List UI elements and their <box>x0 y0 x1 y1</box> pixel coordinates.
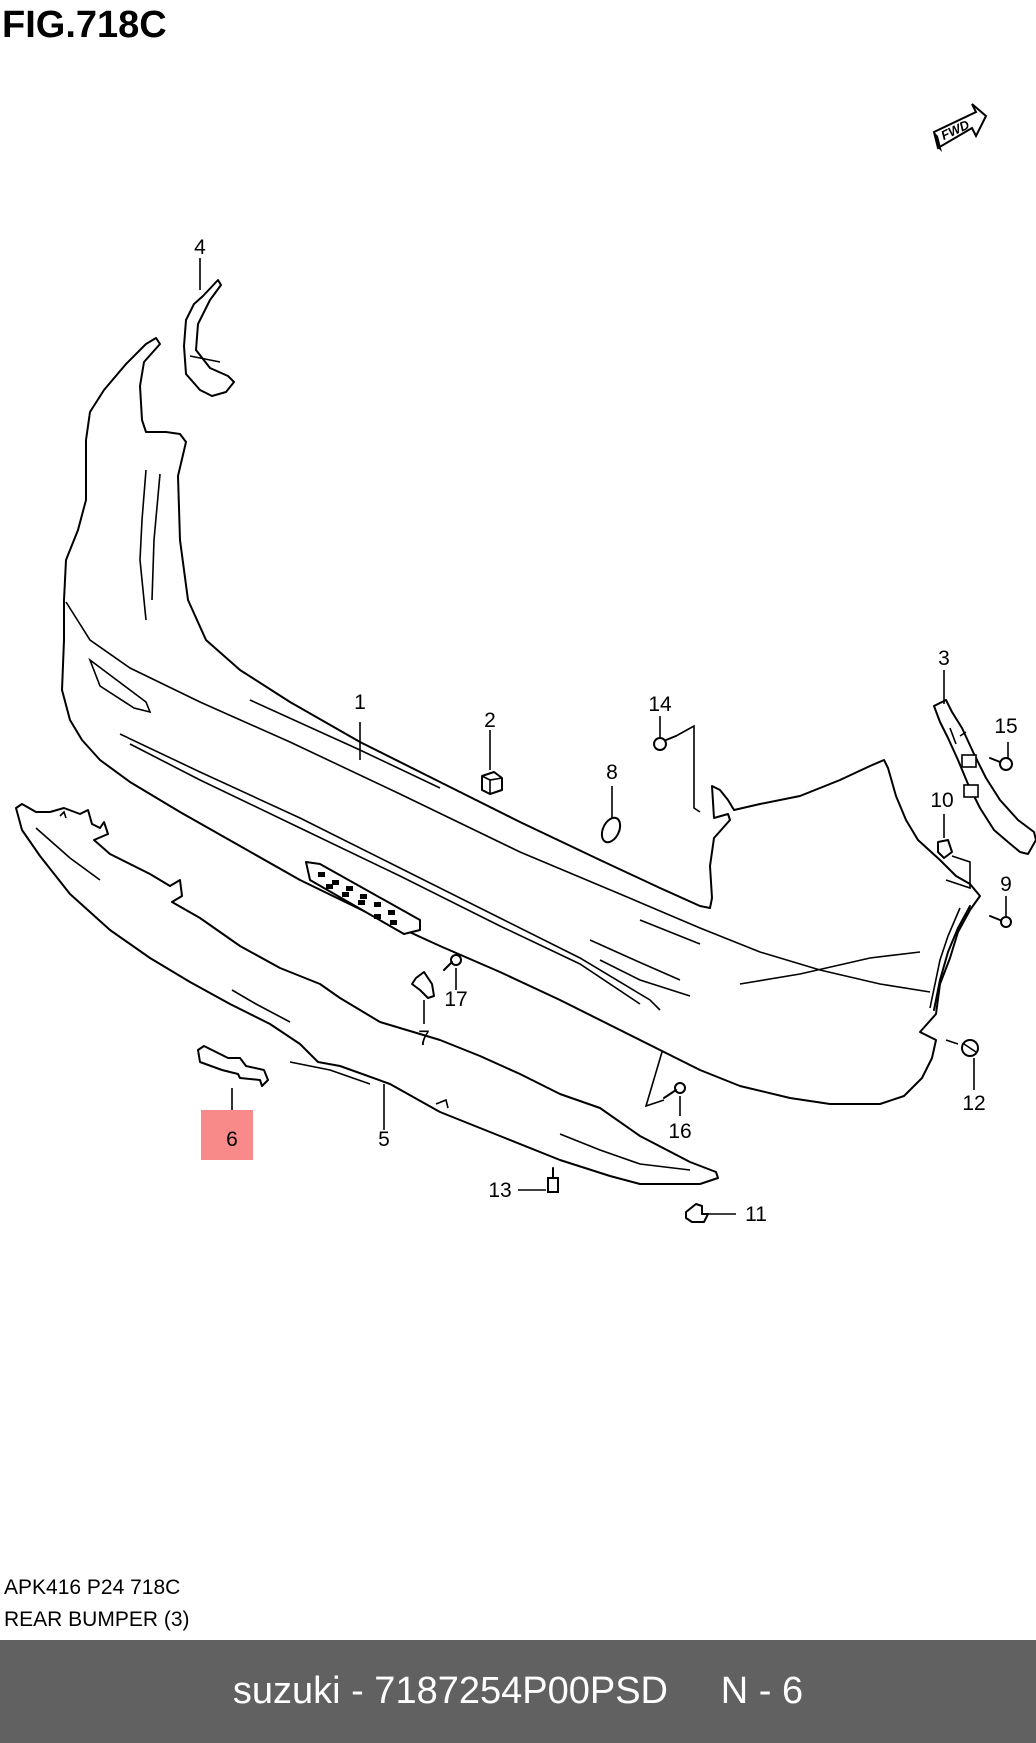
callout-11: 11 <box>745 1203 767 1226</box>
callout-3: 3 <box>938 647 950 670</box>
part-13-bolt <box>547 1167 559 1193</box>
part-8-grommet <box>600 816 622 844</box>
part-2-clip <box>481 771 503 795</box>
part-7-bracket <box>411 971 435 999</box>
callout-6-highlight <box>201 1110 253 1160</box>
part-16-screw <box>663 1082 686 1099</box>
part-12-push-clip <box>961 1039 979 1057</box>
part-9-screw <box>989 915 1012 928</box>
callout-5: 5 <box>378 1128 390 1151</box>
footer-part-text: suzuki - 7187254P00PSD <box>232 1670 668 1712</box>
callout-10: 10 <box>930 789 953 812</box>
callout-15: 15 <box>994 715 1017 738</box>
figure-title: FIG.718C <box>2 4 167 46</box>
part-3-side-bracket <box>933 699 1036 855</box>
footer-bar: suzuki - 7187254P00PSD N - 6 <box>0 1640 1036 1743</box>
diagram-code: APK416 P24 718C <box>4 1576 181 1599</box>
part-1-bumper-cover <box>61 337 981 1105</box>
callout-8: 8 <box>606 761 618 784</box>
parts-diagram: FWD <box>15 103 1036 1226</box>
fwd-arrow-icon: FWD <box>932 103 988 152</box>
callout-9: 9 <box>1000 873 1012 896</box>
callout-7: 7 <box>418 1027 430 1050</box>
part-10-nut <box>937 839 953 859</box>
callout-2: 2 <box>484 709 496 732</box>
callout-17: 17 <box>444 988 467 1011</box>
callout-16: 16 <box>668 1120 691 1143</box>
callout-14: 14 <box>648 693 672 716</box>
part-4-bracket <box>183 279 235 397</box>
part-5-lower-skirt <box>15 803 719 1185</box>
leader-lines <box>199 258 1009 1215</box>
part-14-screw <box>653 735 677 751</box>
footer-spacer <box>668 1670 721 1713</box>
part-11-clip <box>685 1203 709 1223</box>
part-6-strip <box>197 1045 269 1087</box>
part-17-screw <box>443 954 462 971</box>
callout-12: 12 <box>962 1092 985 1115</box>
callout-4: 4 <box>194 236 206 259</box>
callout-6: 6 <box>226 1128 238 1151</box>
diagram-name: REAR BUMPER (3) <box>4 1608 190 1631</box>
part-15-screw <box>989 757 1013 771</box>
footer-page: N - 6 <box>720 1670 804 1712</box>
callout-13: 13 <box>488 1179 511 1202</box>
callout-1: 1 <box>354 691 366 714</box>
